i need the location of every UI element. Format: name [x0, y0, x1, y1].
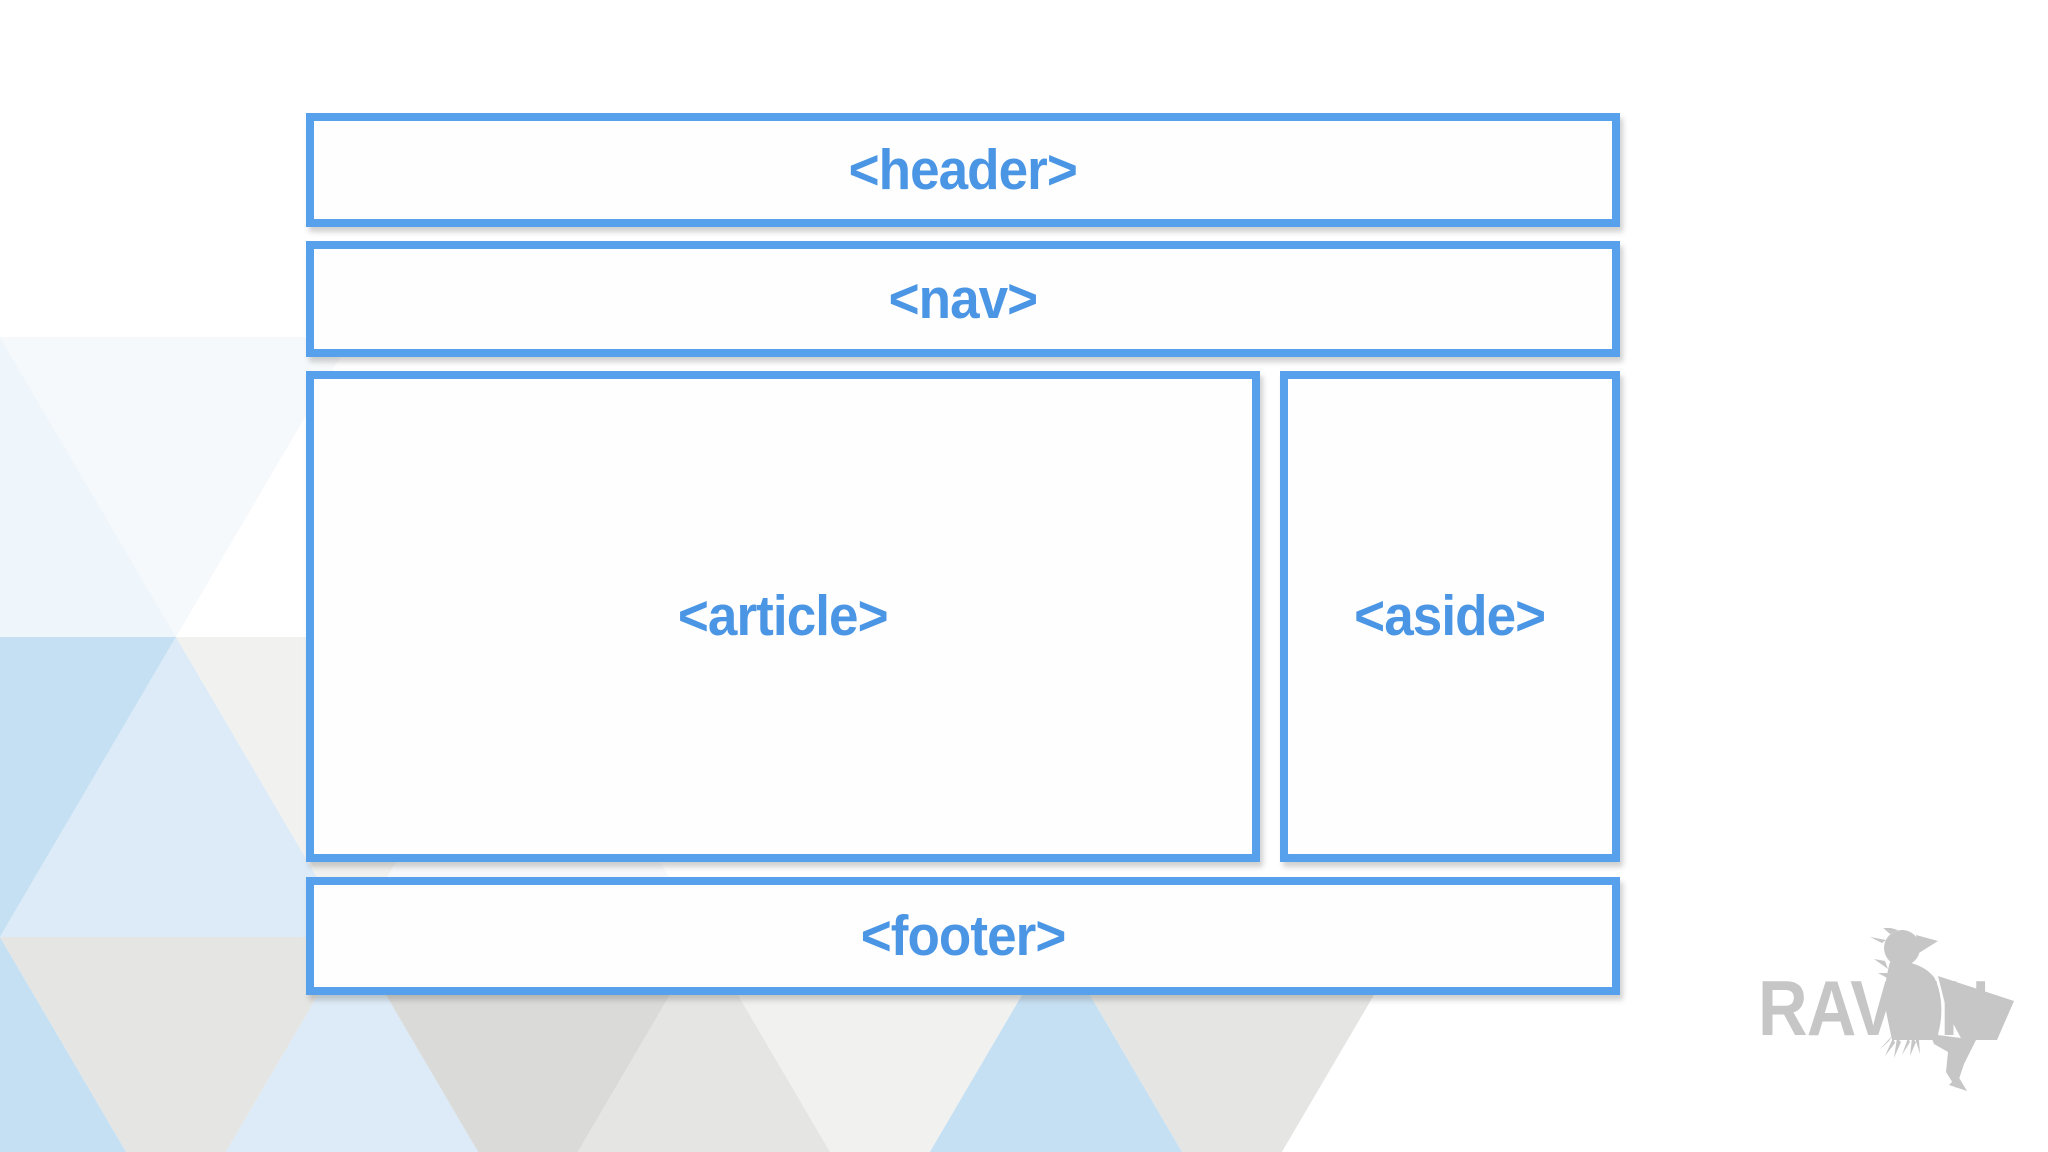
- raven-wordmark: RAVEN: [1758, 964, 1990, 1052]
- nav-tag-label: <nav>: [888, 266, 1039, 331]
- diagram-box-aside: <aside>: [1280, 371, 1620, 862]
- diagram-box-article: <article>: [306, 371, 1260, 862]
- raven-bird-icon: [1870, 928, 2014, 1091]
- header-tag-label: <header>: [848, 137, 1078, 202]
- diagram-box-header: <header>: [306, 113, 1620, 227]
- footer-tag-label: <footer>: [860, 903, 1067, 968]
- diagram-box-nav: <nav>: [306, 241, 1620, 357]
- article-tag-label: <article>: [678, 584, 889, 648]
- diagram-box-footer: <footer>: [306, 877, 1620, 995]
- aside-tag-label: <aside>: [1354, 584, 1547, 648]
- raven-watermark: RAVEN: [1752, 915, 2048, 1115]
